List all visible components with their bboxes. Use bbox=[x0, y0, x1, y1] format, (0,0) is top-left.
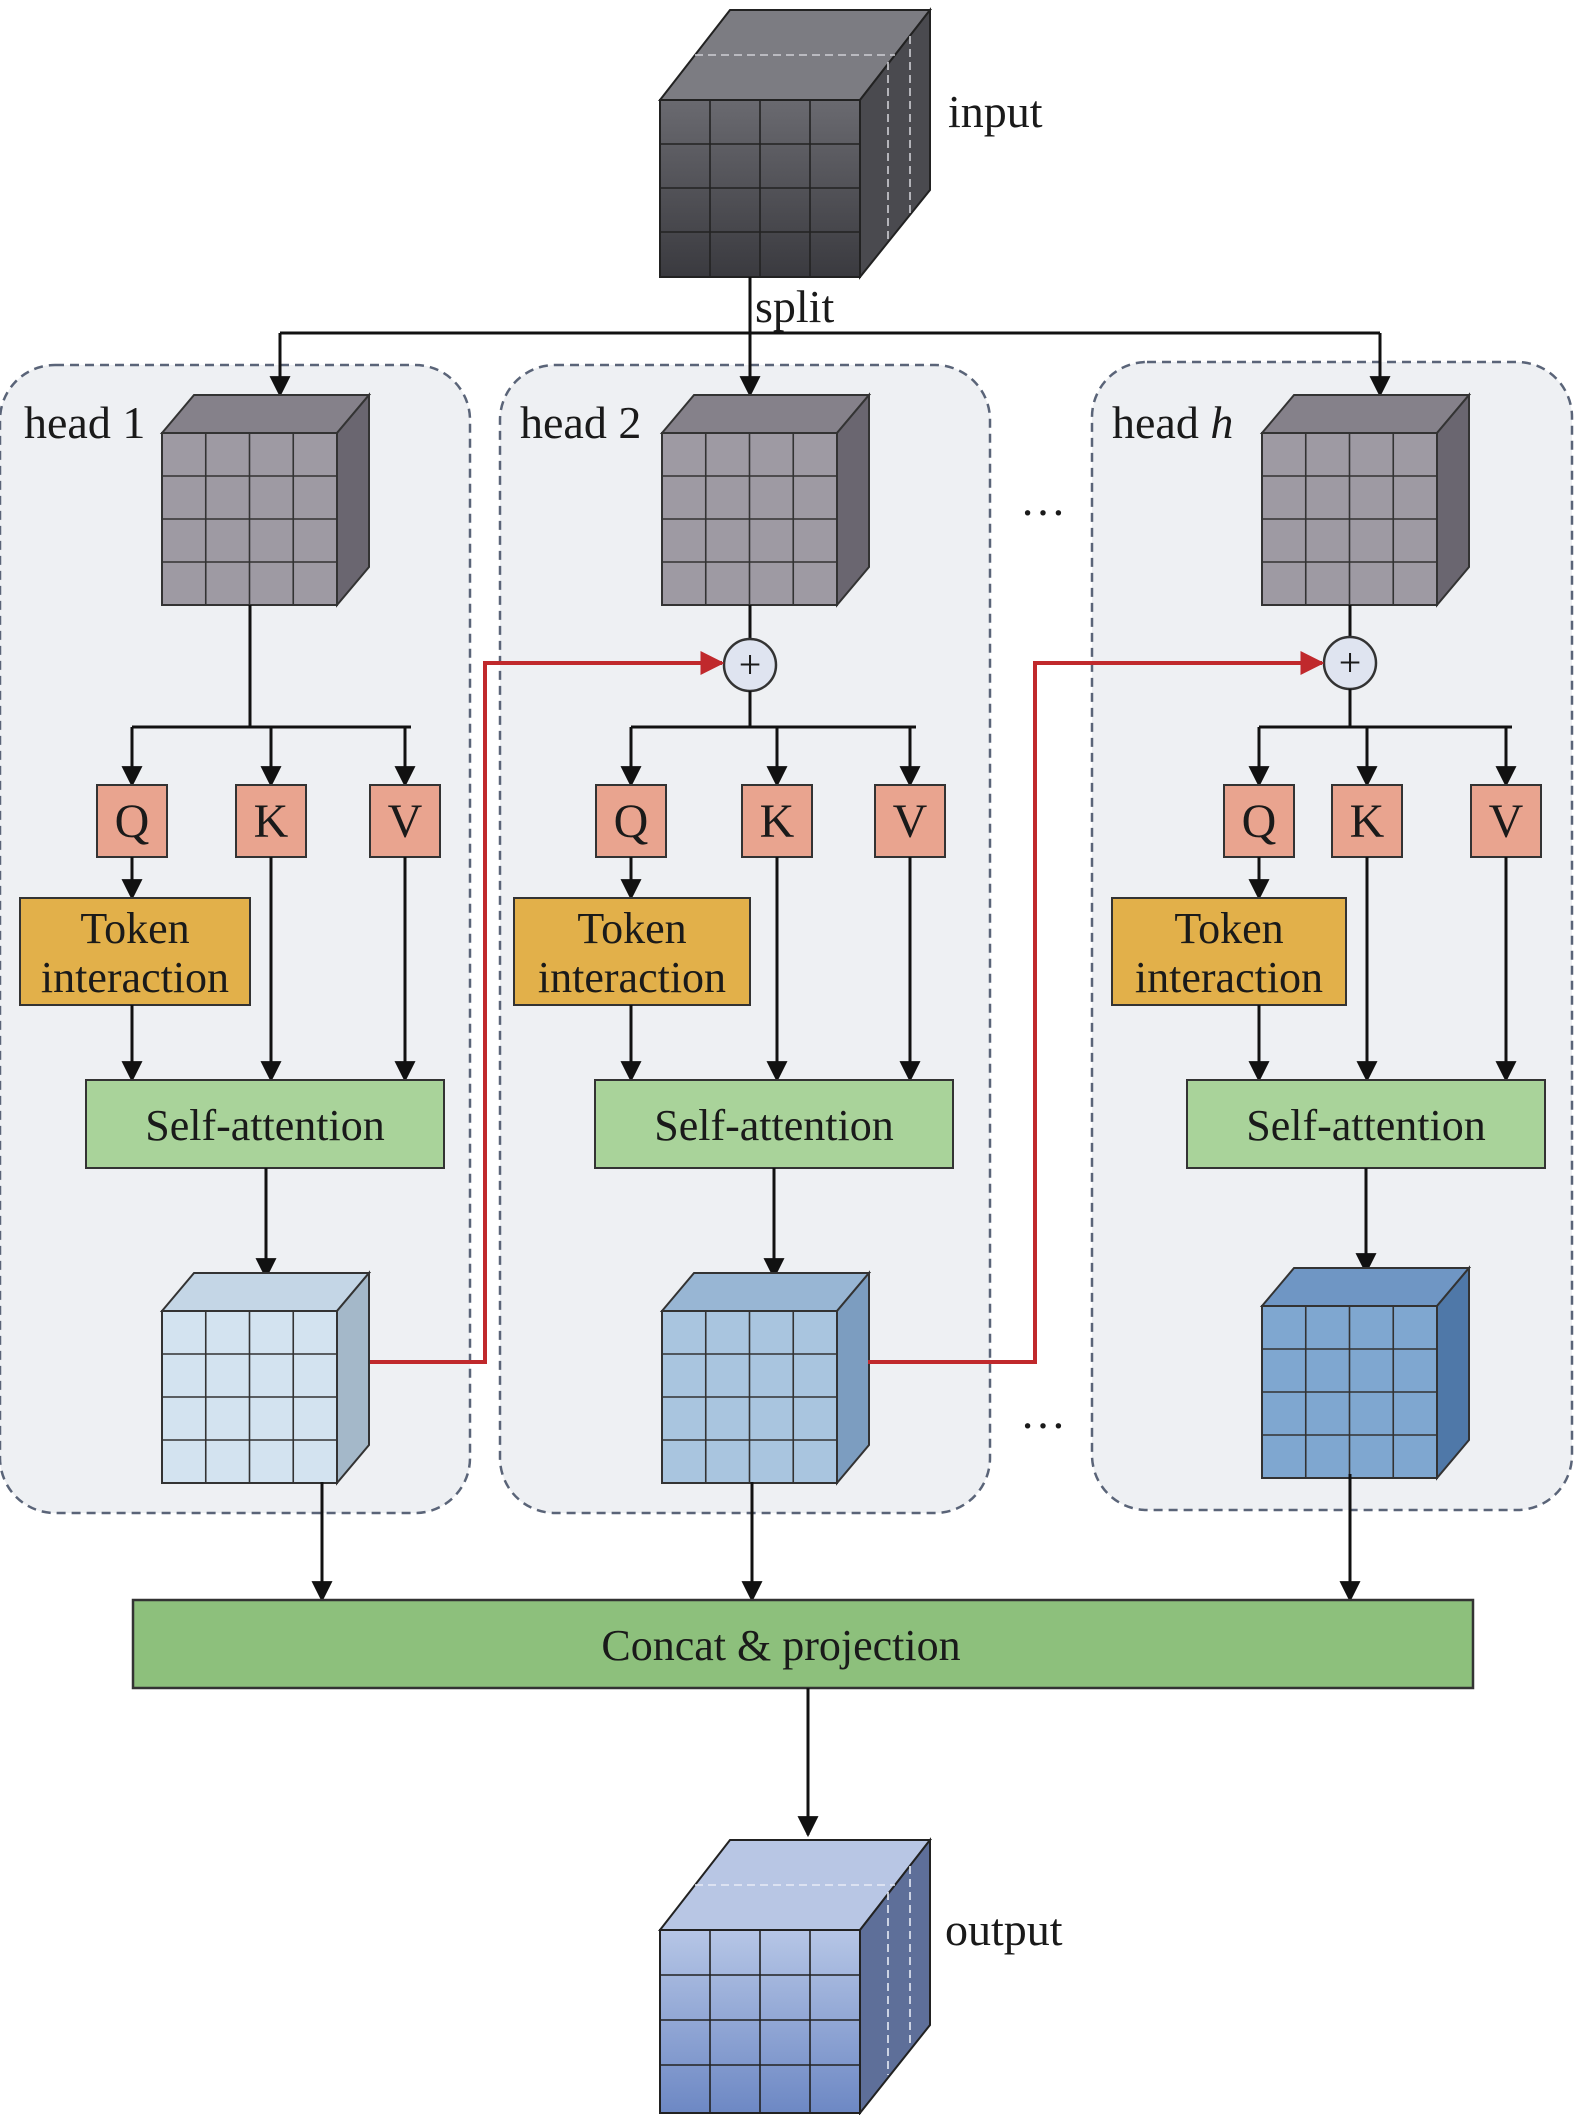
head-h-label: head h bbox=[1112, 397, 1233, 448]
output-cube bbox=[657, 1837, 933, 2115]
plus-sign: + bbox=[1339, 640, 1362, 685]
head-1-label: head 1 bbox=[24, 397, 145, 448]
self-attention-box bbox=[85, 1079, 445, 1169]
v-box bbox=[874, 784, 946, 858]
q-box bbox=[1223, 784, 1295, 858]
output-label: output bbox=[945, 1904, 1063, 1955]
plus-sign: + bbox=[739, 642, 762, 687]
head-input-cube bbox=[659, 392, 872, 608]
ellipsis-top: … bbox=[1020, 474, 1066, 525]
head-input-cube bbox=[159, 392, 372, 608]
self-attention-box bbox=[1186, 1079, 1546, 1169]
head-output-cube bbox=[659, 1270, 872, 1486]
concat-projection-label: Concat & projection bbox=[601, 1621, 960, 1670]
token-interaction-box bbox=[1111, 897, 1347, 1006]
ellipsis-bottom: … bbox=[1020, 1387, 1066, 1438]
q-label: Q bbox=[1242, 795, 1277, 848]
token-interaction-line1: Token bbox=[577, 904, 686, 953]
k-label: K bbox=[1350, 795, 1385, 848]
self-attention-label: Self-attention bbox=[1246, 1101, 1486, 1150]
q-label: Q bbox=[614, 795, 649, 848]
to-concat-arrows bbox=[311, 1474, 1361, 1603]
k-label: K bbox=[760, 795, 795, 848]
token-interaction-box bbox=[513, 897, 751, 1006]
split-arrows bbox=[269, 277, 1391, 398]
k-box bbox=[235, 784, 307, 858]
q-label: Q bbox=[115, 795, 150, 848]
self-attention-label: Self-attention bbox=[145, 1101, 385, 1150]
input-cube bbox=[657, 7, 933, 280]
residual-arrow-1-to-2 bbox=[370, 651, 725, 1364]
v-box bbox=[1470, 784, 1542, 858]
v-box bbox=[369, 784, 441, 858]
residual-arrow-2-to-h bbox=[868, 651, 1325, 1364]
k-box bbox=[1331, 784, 1403, 858]
k-box bbox=[741, 784, 813, 858]
v-label: V bbox=[388, 795, 423, 848]
token-interaction-line1: Token bbox=[80, 904, 189, 953]
concat-projection-box bbox=[131, 1598, 1475, 1690]
token-interaction-box bbox=[19, 897, 251, 1006]
v-label: V bbox=[1489, 795, 1524, 848]
token-interaction-line2: interaction bbox=[41, 953, 229, 1002]
split-label: split bbox=[755, 281, 834, 332]
token-interaction-line2: interaction bbox=[538, 953, 726, 1002]
input-label: input bbox=[948, 86, 1043, 137]
head-output-cube bbox=[159, 1270, 372, 1486]
head-output-cube bbox=[1259, 1265, 1472, 1481]
residual-connections bbox=[370, 651, 1325, 1364]
token-interaction-line1: Token bbox=[1174, 904, 1283, 953]
head-input-cube bbox=[1259, 392, 1472, 608]
token-interaction-line2: interaction bbox=[1135, 953, 1323, 1002]
k-label: K bbox=[254, 795, 289, 848]
head-2-label: head 2 bbox=[520, 397, 641, 448]
v-label: V bbox=[893, 795, 928, 848]
self-attention-label: Self-attention bbox=[654, 1101, 894, 1150]
